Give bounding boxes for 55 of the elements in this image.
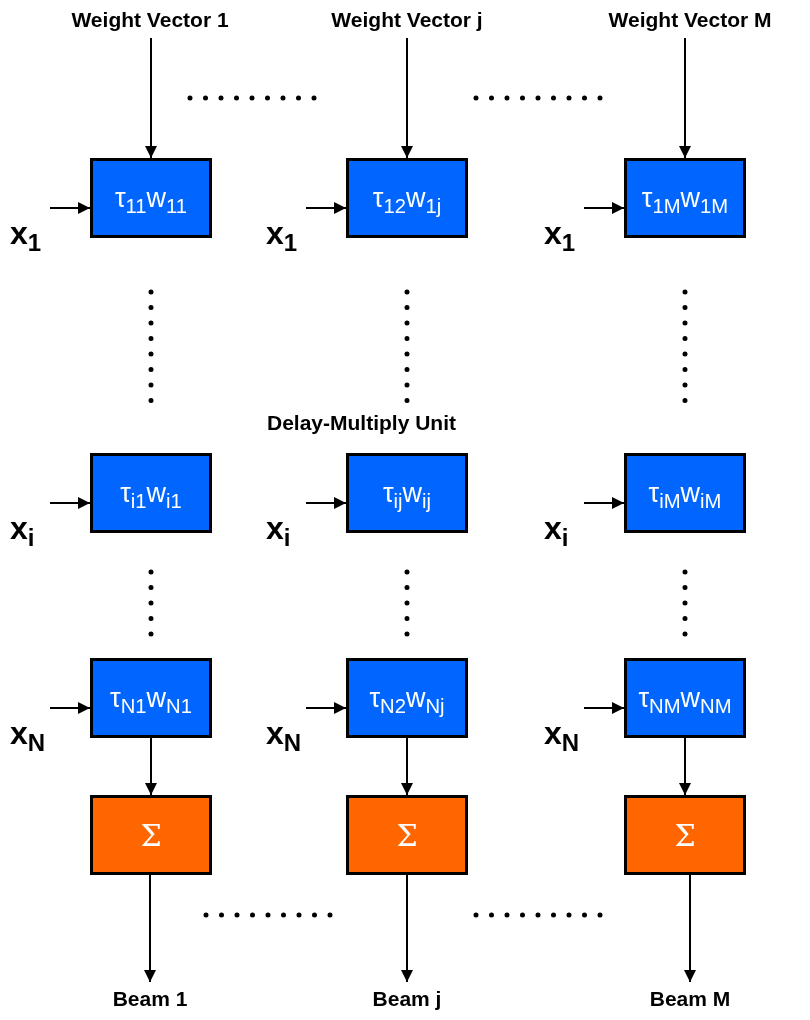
arrow [305,202,347,214]
formula-text: τ$_{11}$w$_{11}$ [114,182,188,214]
input-label: x$_{1}$ [544,215,576,252]
formula-text: Σ [396,817,418,853]
arrow [401,737,413,796]
io-label: Beam 1 [112,987,188,1011]
io-label: Beam M [649,987,731,1011]
arrow [583,497,625,509]
delay-multiply-box [346,453,468,533]
delay-multiply-box [346,158,468,238]
input-label: x$_{i}$ [10,510,35,547]
arrow [583,702,625,714]
formula-text: τ$_{iM}$w$_{iM}$ [648,477,722,509]
summation-box [624,795,746,875]
arrow [144,874,156,983]
summation-box [346,795,468,875]
io-label: Weight Vector j [331,8,483,32]
arrow [679,37,691,159]
io-label: Weight Vector M [608,8,772,32]
arrow [401,37,413,159]
arrow [684,874,696,983]
arrow [305,497,347,509]
formula-text: τ$_{N1}$w$_{N1}$ [110,682,192,714]
arrow [49,702,91,714]
arrow [49,497,91,509]
input-label: x$_{i}$ [266,510,291,547]
formula-text: Σ [674,817,696,853]
formula-text: Σ [140,817,162,853]
input-label: x$_{i}$ [544,510,569,547]
unit-label: Delay-Multiply Unit [267,411,456,435]
formula-text: τ$_{1M}$w$_{1M}$ [641,182,729,214]
summation-box [90,795,212,875]
io-label: Weight Vector 1 [71,8,229,32]
arrow [145,37,157,159]
formula-text: τ$_{i1}$w$_{i1}$ [120,477,182,509]
delay-multiply-box [346,658,468,738]
delay-multiply-box [90,658,212,738]
arrow [305,702,347,714]
input-label: x$_{N}$ [10,715,46,752]
input-label: x$_{1}$ [266,215,298,252]
formula-text: τ$_{NM}$w$_{NM}$ [638,682,732,714]
delay-multiply-box [90,158,212,238]
arrow [401,874,413,983]
delay-multiply-box [624,158,746,238]
arrow [49,202,91,214]
arrow [679,737,691,796]
delay-multiply-box [90,453,212,533]
input-label: x$_{1}$ [10,215,42,252]
input-label: x$_{N}$ [266,715,302,752]
arrow [583,202,625,214]
delay-multiply-box [624,453,746,533]
input-label: x$_{N}$ [544,715,580,752]
delay-multiply-box [624,658,746,738]
arrow [145,737,157,796]
io-label: Beam j [372,987,442,1011]
